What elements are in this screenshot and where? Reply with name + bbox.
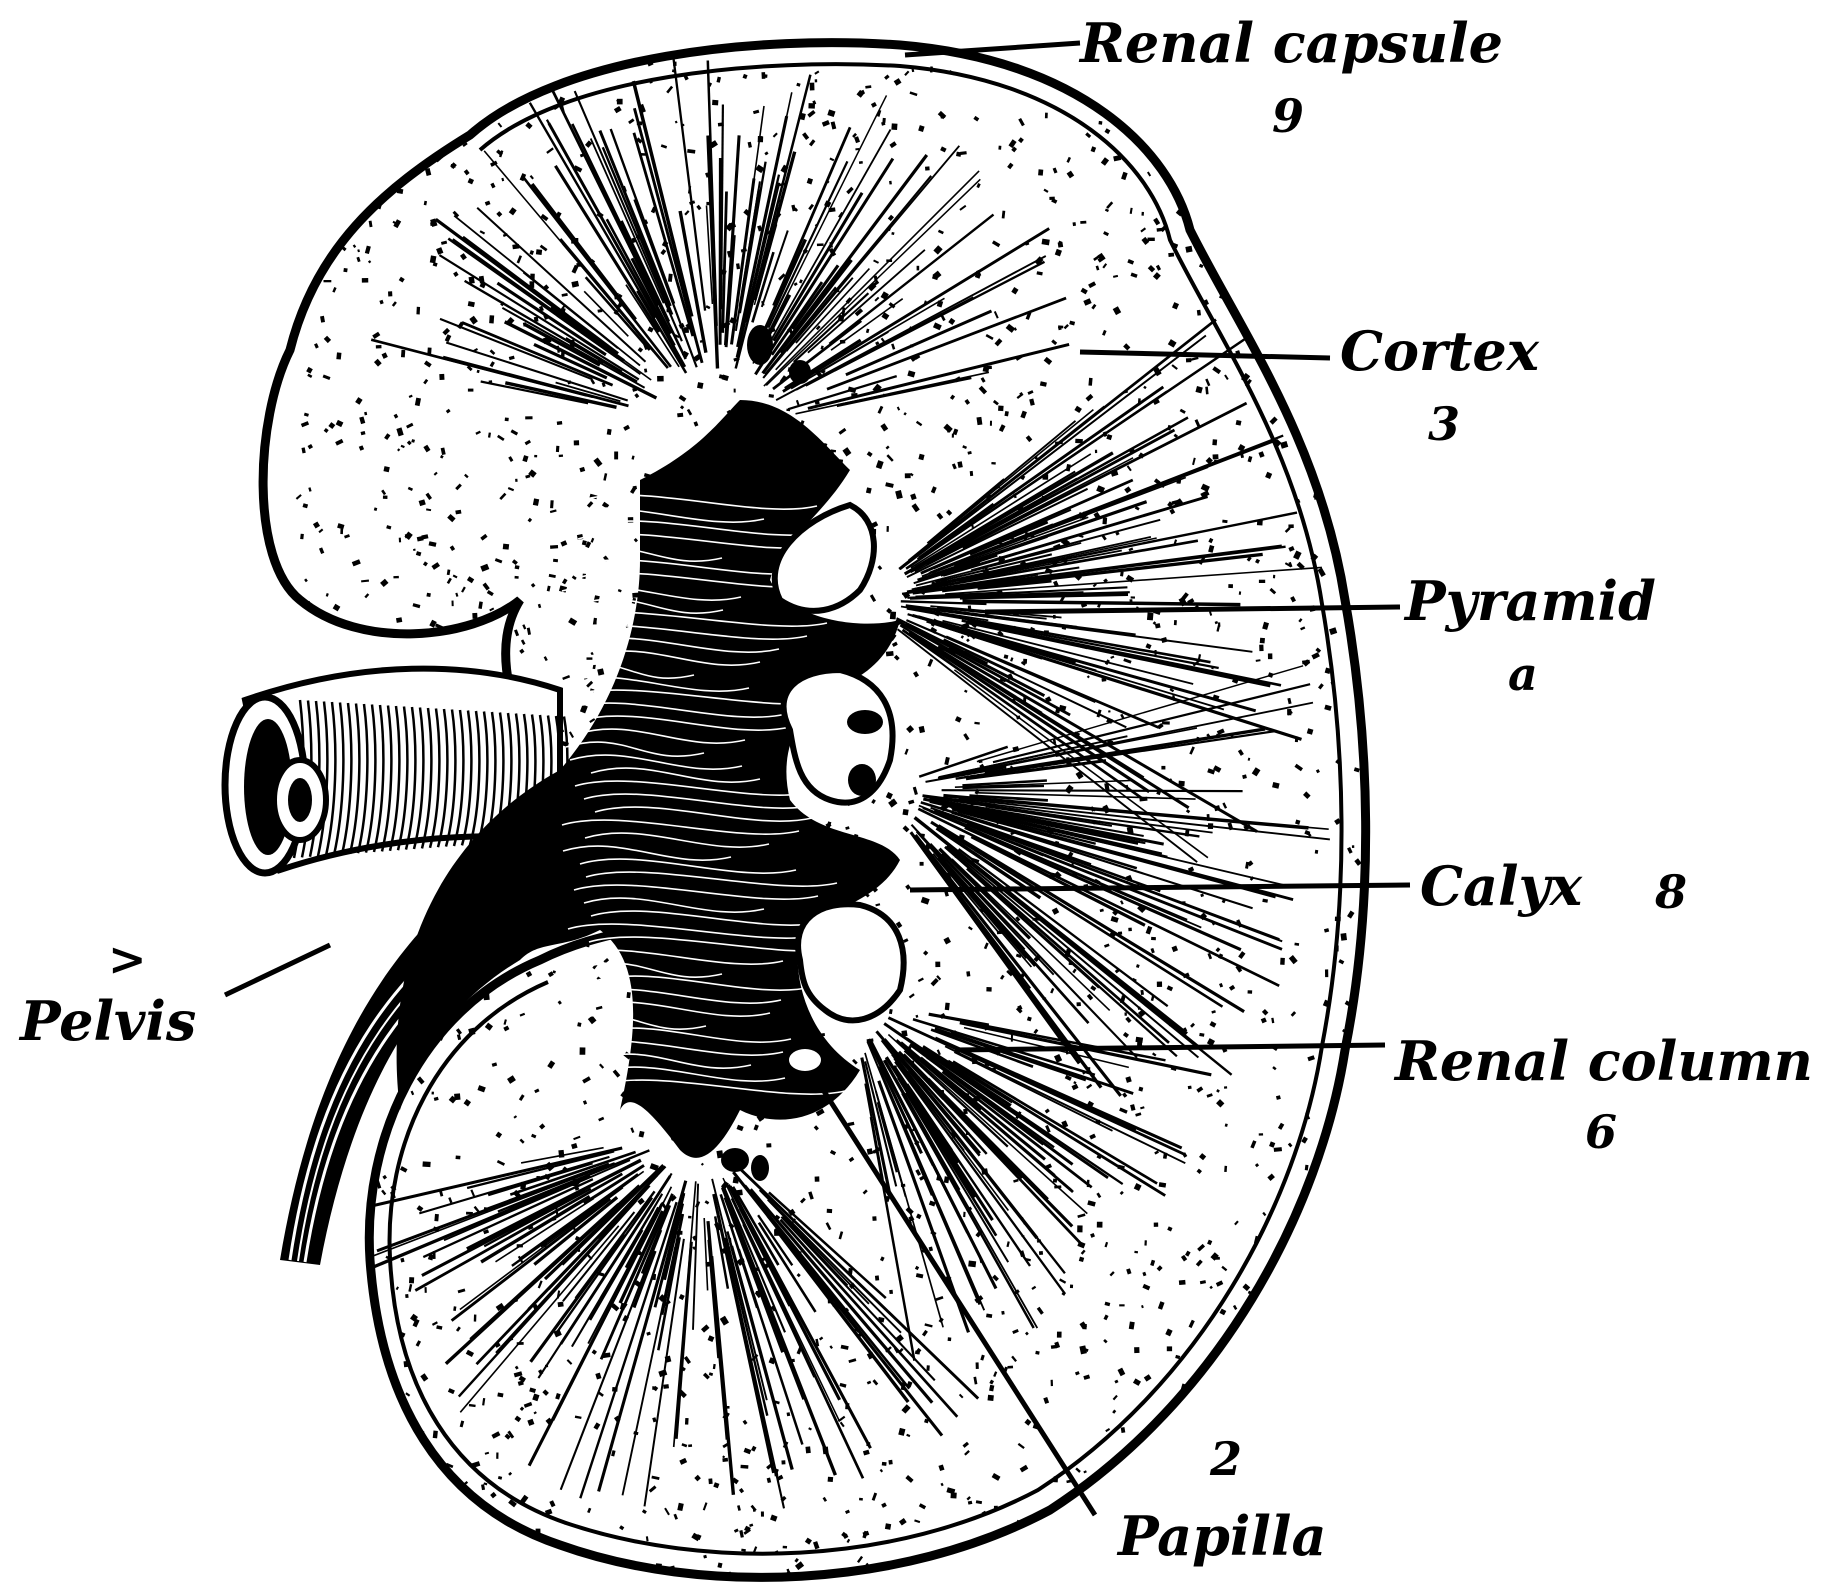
papilla-tip — [789, 1049, 821, 1071]
leader-pelvis — [225, 945, 330, 995]
annotation-pelvis: > — [108, 932, 147, 986]
annotation-pyramid: a — [1508, 647, 1538, 701]
annotation-cortex: 3 — [1428, 397, 1460, 451]
calyx-lower — [798, 904, 904, 1020]
label-papilla: Papilla — [1116, 1504, 1326, 1568]
label-calyx: Calyx — [1420, 854, 1583, 918]
label-cortex: Cortex — [1340, 319, 1540, 383]
label-pyramid: Pyramid — [1403, 569, 1656, 633]
annotation-calyx: 8 — [1654, 865, 1687, 919]
annotation-renal-column: 6 — [1585, 1105, 1617, 1159]
label-pelvis: Pelvis — [18, 989, 196, 1053]
annotation-renal-capsule: 9 — [1272, 89, 1304, 143]
label-renal-column: Renal column — [1393, 1029, 1813, 1093]
label-renal-capsule: Renal capsule — [1078, 11, 1503, 75]
annotation-papilla: 2 — [1209, 1432, 1242, 1486]
